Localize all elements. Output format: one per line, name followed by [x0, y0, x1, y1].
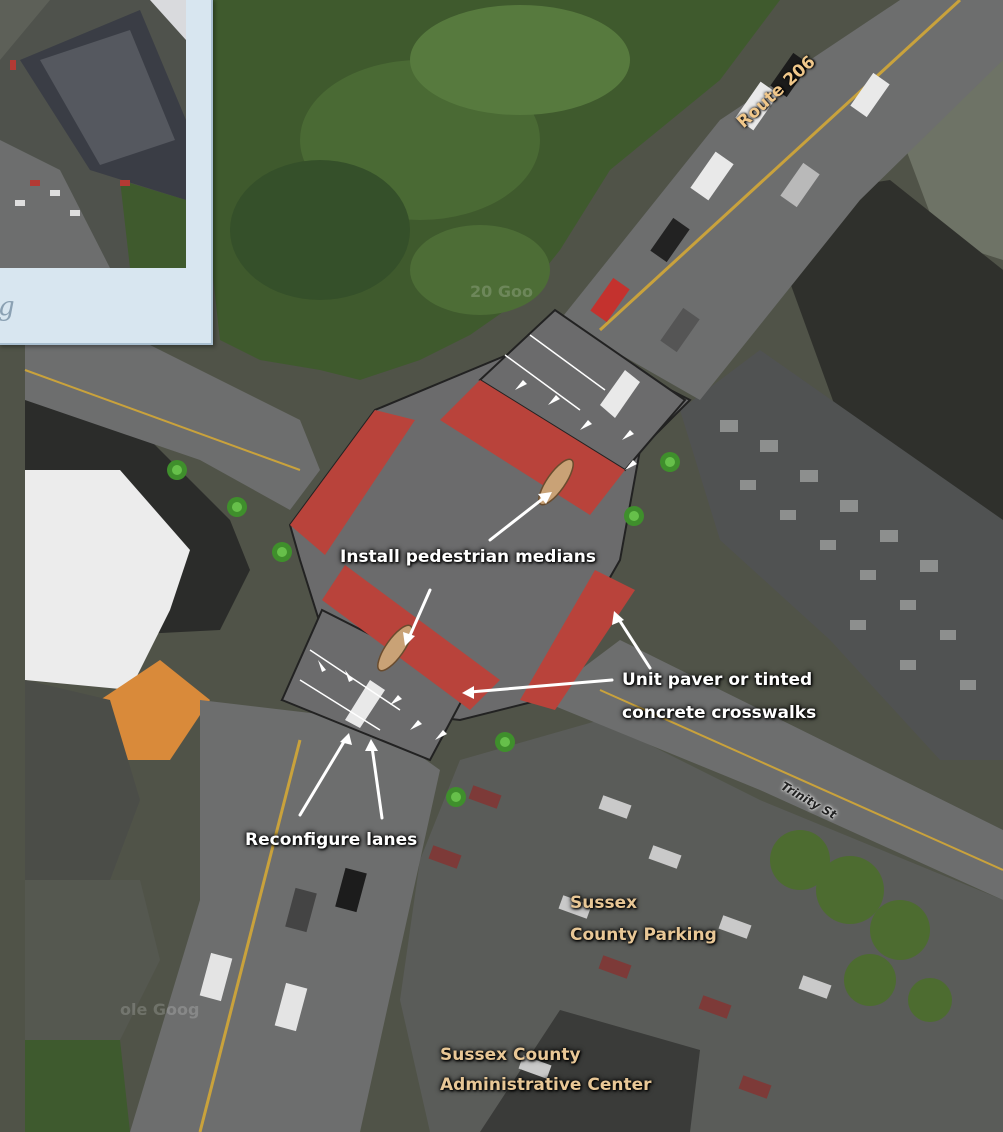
parked-cars — [428, 785, 772, 1099]
arrow-straight-icon — [515, 380, 527, 390]
south-centerline — [198, 739, 302, 1132]
arrow-straight-icon — [622, 430, 634, 440]
leader-median-north — [488, 495, 547, 542]
tree-icon — [495, 732, 515, 752]
leader-median-south — [406, 588, 432, 642]
tree-icon — [660, 452, 680, 472]
crosswalk-west — [290, 410, 415, 555]
label-crosswalks-line2: concrete crosswalks — [622, 703, 817, 723]
building-rooftop — [680, 350, 1003, 760]
road-centerline — [598, 0, 962, 332]
tree-canopy — [410, 5, 630, 115]
lane-lines — [299, 334, 606, 731]
inset-panel: g — [0, 0, 213, 345]
leader-lanes-left — [298, 738, 347, 817]
tree-icon — [446, 787, 466, 807]
arrow-right-turn-icon — [435, 730, 447, 740]
proposed-intersection — [280, 308, 692, 762]
admin-center-building — [480, 1010, 700, 1132]
map-watermark: 20 Goo — [470, 282, 533, 301]
rooftop-units — [720, 420, 976, 690]
trinity-st-road — [540, 640, 1003, 900]
map-watermark: ole Goog — [120, 1000, 200, 1019]
arrow-straight-icon — [548, 395, 560, 405]
label-admin-line2: Administrative Center — [440, 1075, 652, 1095]
west-road — [25, 340, 320, 510]
crosswalk-north — [440, 380, 625, 515]
leader-crosswalk-south — [468, 678, 614, 694]
west-centerline — [24, 369, 301, 471]
label-crosswalks-line1: Unit paver or tinted — [622, 670, 813, 690]
tree-icon — [227, 497, 247, 517]
tree-canopy — [410, 225, 550, 315]
parked-cars-light — [518, 795, 832, 1079]
label-pedestrian-medians: Install pedestrian medians — [340, 547, 596, 567]
lot-left — [25, 880, 160, 1040]
tree-icon — [167, 460, 187, 480]
road-cars — [590, 52, 890, 353]
route-206-road — [560, 0, 1003, 400]
arrow-right-turn-icon — [625, 460, 637, 470]
tree-icon — [272, 542, 292, 562]
inset-aerial-photo — [0, 0, 186, 268]
tree-cluster — [770, 830, 952, 1022]
building-orange-roof — [100, 660, 210, 760]
parking-left — [25, 680, 140, 880]
hatched-ped-lane — [600, 370, 640, 418]
inset-caption: g — [0, 292, 15, 322]
pedestrian-median — [377, 624, 413, 672]
arrow-left-turn-icon — [580, 420, 592, 430]
callout-arrowheads — [340, 492, 624, 751]
grass-left — [25, 1040, 130, 1132]
building-dark — [760, 180, 1003, 560]
tree-icon — [624, 506, 644, 526]
arrow-straight-icon — [410, 720, 422, 730]
label-parking-line1: Sussex — [570, 893, 638, 913]
building-white — [25, 470, 190, 690]
ne-approach — [478, 308, 687, 472]
callout-leaders — [298, 495, 652, 820]
leader-lanes-right — [370, 745, 384, 820]
crosswalk-east — [520, 570, 635, 710]
trinity-centerline — [599, 689, 1003, 871]
lane-arrows — [318, 380, 637, 740]
south-road-cars — [199, 867, 367, 1032]
leader-crosswalk-east — [616, 616, 652, 670]
label-parking-line2: County Parking — [570, 925, 717, 945]
tree-canopy — [230, 160, 410, 300]
arrow-straight-icon — [345, 670, 353, 682]
hatched-ped-lane — [345, 680, 385, 728]
arrow-left-turn-icon — [390, 695, 402, 705]
south-road — [130, 700, 440, 1132]
arrow-straight-icon — [318, 660, 326, 672]
label-reconfigure-lanes: Reconfigure lanes — [245, 830, 418, 850]
label-admin-line1: Sussex County — [440, 1045, 581, 1065]
new-trees — [167, 452, 680, 807]
